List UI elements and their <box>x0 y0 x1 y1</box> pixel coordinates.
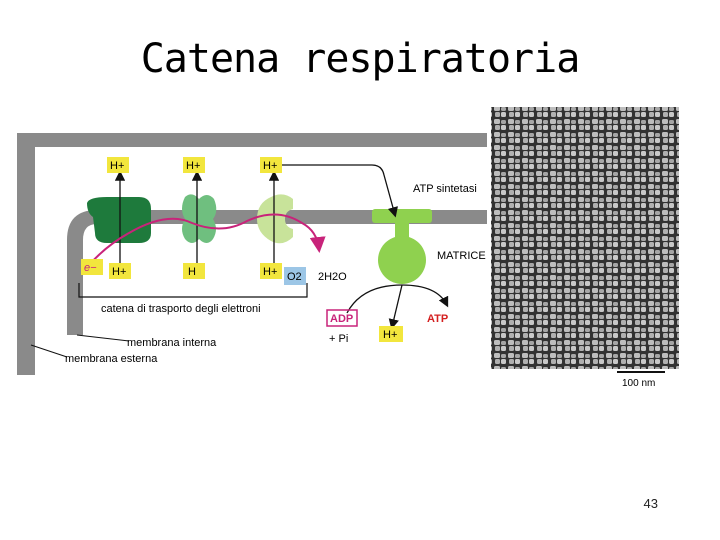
atp-badge <box>424 310 464 326</box>
chain-label: catena di trasporto degli elettroni <box>101 303 261 315</box>
inner-membrane-pointer <box>76 334 130 342</box>
chain-bracket <box>78 283 308 298</box>
h-label-top-2: H+ <box>186 160 200 172</box>
electron-path <box>88 213 326 266</box>
page-title: Catena respiratoria <box>140 36 581 82</box>
complex-2 <box>182 194 217 243</box>
adp-badge <box>326 309 358 327</box>
h-label-bottom-1: H+ <box>112 266 126 278</box>
h-badge-top-3 <box>260 157 282 173</box>
atp-synthase-head <box>378 236 426 284</box>
h-badge-bottom-1 <box>109 263 131 279</box>
adp-label: ADP <box>330 313 353 325</box>
electron-badge <box>81 259 103 275</box>
h-badge-top-1 <box>107 157 129 173</box>
page-number: 43 <box>643 496 658 511</box>
micrograph-shading <box>491 107 679 369</box>
synthase-proton-out-arrow <box>388 284 403 330</box>
atp-synthase-label: ATP sintetasi <box>413 183 477 195</box>
respiratory-chain-figure: H+ H+ H+ H+ H H+ e− O2 2H2O ATP sintetas… <box>17 107 679 389</box>
complex-1 <box>87 197 151 243</box>
complex-3 <box>257 194 293 244</box>
outer-membrane-label: membrana esterna <box>65 353 158 365</box>
h-badge-top-2 <box>183 157 205 173</box>
atp-label: ATP <box>427 313 448 325</box>
h-badge-synthase <box>379 326 403 342</box>
atp-synthase-top <box>372 209 432 223</box>
h-badge-bottom-3 <box>260 263 282 279</box>
o2-badge <box>284 267 306 285</box>
synthase-proton-path <box>279 164 398 218</box>
micrograph-image <box>491 107 679 369</box>
h-label-bottom-2: H <box>188 266 196 278</box>
h-badge-bottom-2 <box>183 263 205 279</box>
h-label-synthase: H+ <box>383 329 397 341</box>
o2-label: O2 <box>287 271 302 283</box>
matrix-label: MATRICE <box>437 250 486 262</box>
h-label-top-1: H+ <box>110 160 124 172</box>
h-label-top-3: H+ <box>263 160 277 172</box>
scale-bar-label: 100 nm <box>622 378 655 389</box>
electron-label: e− <box>84 262 97 274</box>
water-label: 2H2O <box>318 271 347 283</box>
pi-label: + Pi <box>329 333 348 345</box>
inner-membrane-label: membrana interna <box>127 337 217 349</box>
outer-membrane-pointer <box>30 344 68 358</box>
h-label-bottom-3: H+ <box>263 266 277 278</box>
